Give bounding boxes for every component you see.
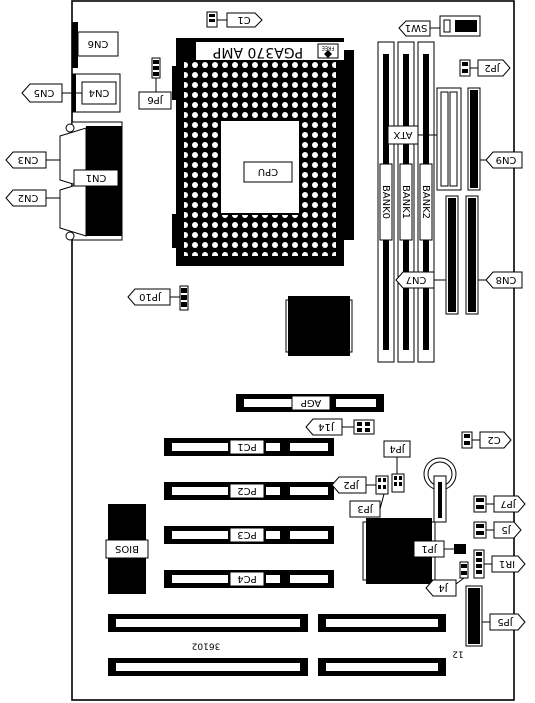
bank2-label: BANK2 <box>420 185 431 219</box>
jp2-mid-label: JP2 <box>343 479 359 490</box>
jp5-header: JP5 12 <box>452 585 526 659</box>
free-label: FREE <box>322 45 335 51</box>
jp5-label: JP5 <box>497 616 513 627</box>
cn8-label: CN8 <box>496 274 517 285</box>
jp7-jumper: JP7 <box>473 495 526 513</box>
j4-connector: J4 <box>425 561 469 597</box>
ir1-connector: IR1 <box>473 549 526 579</box>
bios-chip: BIOS <box>105 504 149 594</box>
isa-slot-2-long <box>108 658 308 676</box>
ir1-label: IR1 <box>499 558 515 569</box>
jp2-top-label: JP2 <box>484 62 500 73</box>
dimm-slots: BANK0 BANK1 BANK2 <box>377 41 435 363</box>
pci-slot-3: PC3 <box>164 526 334 544</box>
atx-power-connector: ATX <box>387 87 462 191</box>
jp2-mid-jumper: JP2 <box>331 475 389 495</box>
agp-label: AGP <box>301 397 321 408</box>
j14-connector: J14 <box>305 418 375 436</box>
cn6-label: CN6 <box>88 38 109 49</box>
board-code: 36102 <box>192 641 221 651</box>
bios-label: BIOS <box>115 543 139 554</box>
cn6-connector: CN6 <box>72 22 119 68</box>
cn7-label: CN7 <box>406 274 427 285</box>
sw1-switch: SW1 <box>398 15 481 37</box>
c1-capacitor: C1 <box>206 11 263 28</box>
cn1-label: CN1 <box>86 172 107 183</box>
jp6-label: JP6 <box>147 94 163 105</box>
jp1-jumper: JP1 <box>413 540 466 558</box>
cn4-cn5-connector: CN4 CN5 <box>21 73 121 113</box>
bank0-label: BANK0 <box>380 185 391 219</box>
pci-slot-1: PC1 <box>164 438 334 456</box>
atx-label: ATX <box>393 129 412 140</box>
jp3-label: JP3 <box>357 503 373 514</box>
cn2-label: CN2 <box>18 192 39 203</box>
jp10-label: JP10 <box>139 291 162 302</box>
pga-label: PGA370 AMP <box>213 44 303 60</box>
jp1-label: JP1 <box>421 543 437 554</box>
jp6-jumper: JP6 <box>138 57 172 110</box>
cn4-label: CN4 <box>89 87 110 98</box>
cn9-label: CN9 <box>496 154 517 165</box>
c2-label: C2 <box>487 434 500 445</box>
cmos-battery <box>423 457 457 523</box>
j5-label: J5 <box>501 524 511 535</box>
sw1-label: SW1 <box>405 22 428 33</box>
j4-label: J4 <box>438 582 448 593</box>
cn8-header: CN8 <box>465 195 523 315</box>
jp7-label: JP7 <box>500 498 516 509</box>
jp2-top-jumper: JP2 <box>459 59 511 77</box>
j14-label: J14 <box>318 421 335 432</box>
io-ports: CN1 CN3 CN2 <box>5 121 123 241</box>
pci-slot-4: PC4 <box>164 570 334 588</box>
jp3-jumper: JP3 <box>349 493 385 518</box>
pci-slot-2: PC2 <box>164 482 334 500</box>
isa-slot-1-long <box>108 614 308 632</box>
agp-slot: AGP <box>236 394 384 412</box>
pc4-label: PC4 <box>237 573 256 584</box>
cpu-label: CPU <box>258 166 278 177</box>
cn9-header: CN9 <box>467 87 523 191</box>
c2-capacitor: C2 <box>461 431 512 449</box>
pc2-label: PC2 <box>237 485 256 496</box>
c1-label: C1 <box>237 14 250 25</box>
cn3-label: CN3 <box>18 154 39 165</box>
isa-slot-1-short <box>318 614 446 632</box>
cpu-socket: CPU PGA370 AMP FREE <box>172 38 354 266</box>
bank1-label: BANK1 <box>400 185 411 219</box>
pc3-label: PC3 <box>237 529 256 540</box>
chipset <box>285 296 353 356</box>
cn7-header: CN7 <box>395 195 459 315</box>
jp10-jumper: JP10 <box>127 285 189 311</box>
j5-connector: J5 <box>473 521 522 539</box>
jp4-jumper: JP4 <box>383 440 411 493</box>
pin-number-label: 12 <box>452 649 463 659</box>
cn5-label: CN5 <box>34 87 55 98</box>
pc1-label: PC1 <box>237 441 256 452</box>
jp4-label: JP4 <box>389 443 405 454</box>
isa-slot-2-short <box>318 658 446 676</box>
